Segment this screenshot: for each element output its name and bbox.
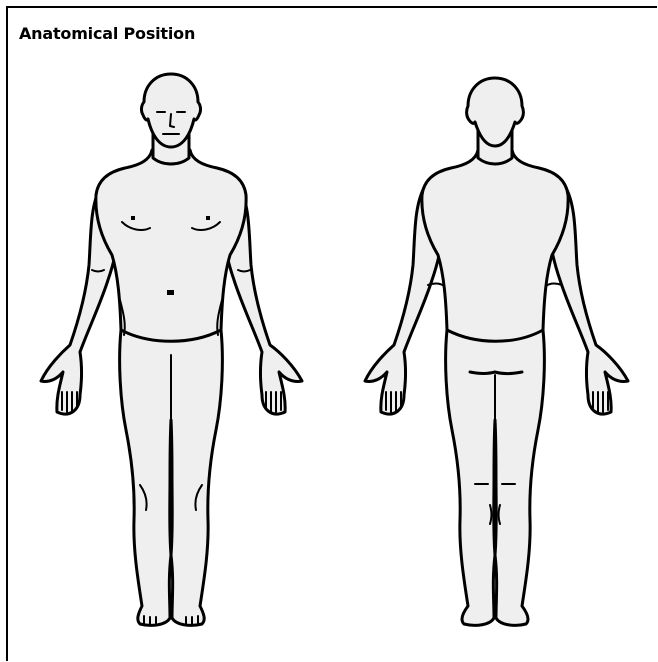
anterior-torso	[96, 150, 246, 341]
anterior-right-nipple	[206, 216, 210, 220]
posterior-head	[467, 78, 524, 146]
anterior-navel	[167, 290, 174, 295]
posterior-torso	[422, 150, 568, 341]
posterior-figure	[365, 78, 628, 625]
posterior-right-elbow	[546, 284, 562, 286]
posterior-gluteal-fold	[470, 372, 522, 374]
anterior-figure	[41, 74, 302, 625]
anterior-head	[141, 74, 200, 147]
anterior-left-nipple	[131, 216, 135, 220]
